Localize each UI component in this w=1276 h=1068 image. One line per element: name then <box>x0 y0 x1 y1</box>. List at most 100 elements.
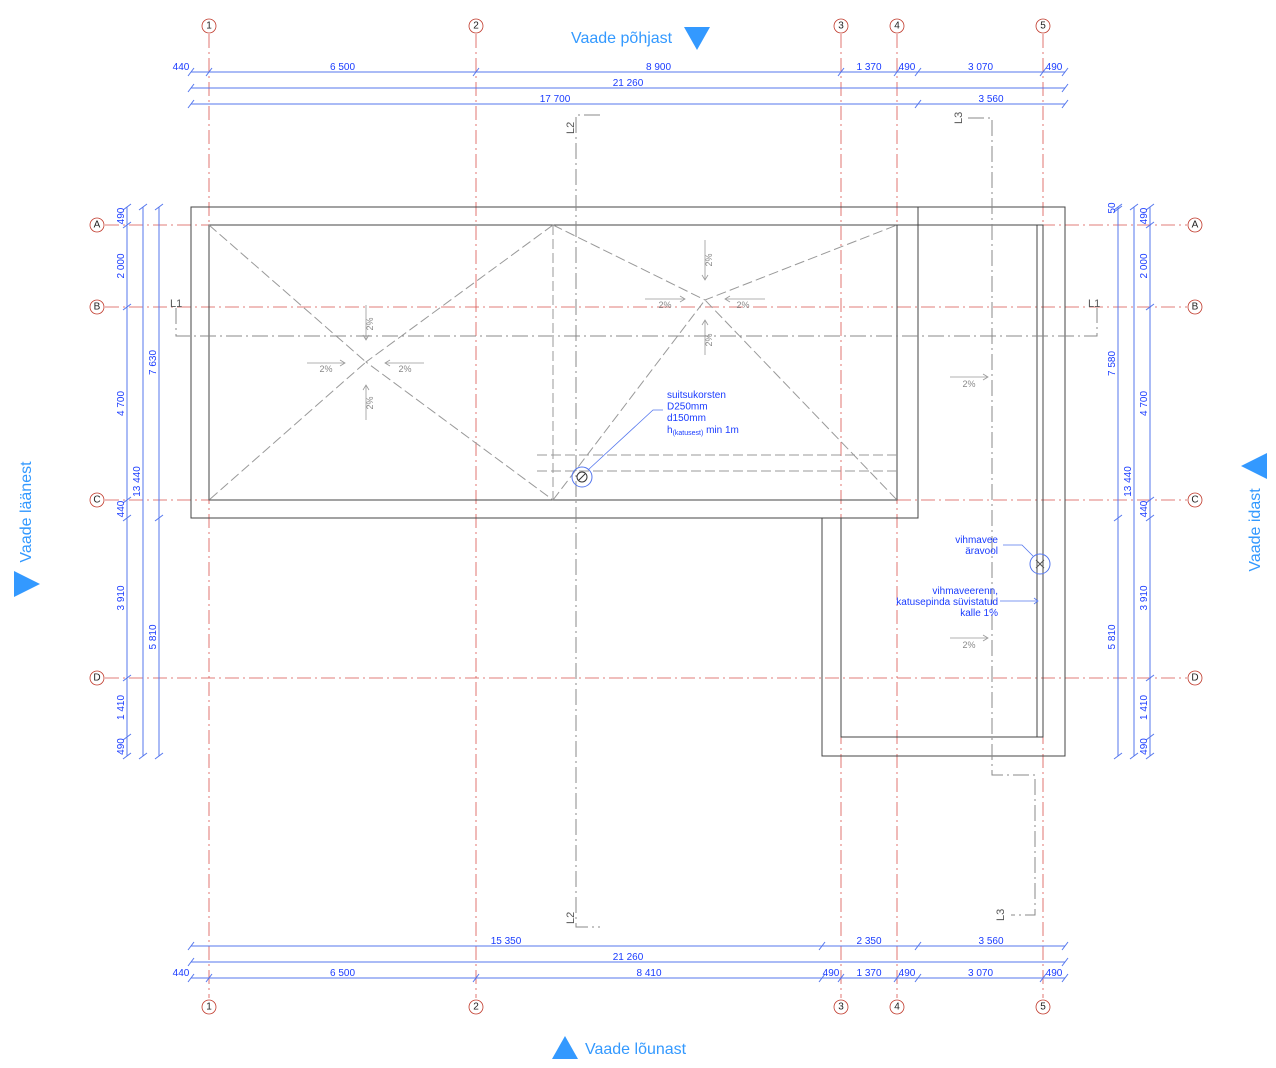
dimension-label: 490 <box>1139 738 1150 755</box>
slope-arrowhead <box>701 319 709 326</box>
hip-line <box>208 224 367 501</box>
dimension-label: 3 560 <box>978 936 1003 947</box>
dimension-tick <box>893 67 901 77</box>
dimension-tick <box>1145 674 1155 682</box>
dimension-label: 21 260 <box>613 78 644 89</box>
drain-leader <box>1003 544 1034 557</box>
grid-column-label: 1 <box>206 21 212 32</box>
hip-line <box>552 224 898 301</box>
gutter-note: katusepinda süvistatud <box>896 597 998 608</box>
dimension-tick <box>154 203 164 211</box>
grid-bubble <box>889 999 905 1015</box>
view-label-east: Vaade idast <box>1247 488 1264 572</box>
dimension-label: 17 700 <box>540 94 571 105</box>
gutter-note: kalle 1% <box>960 608 998 619</box>
grid-bubble <box>89 217 105 233</box>
slope-arrowhead <box>362 334 370 341</box>
dimension-tick <box>1061 99 1069 109</box>
dimension-tick <box>1129 752 1139 760</box>
dimension-label: 3 910 <box>1139 585 1150 610</box>
view-label-south: Vaade lõunast <box>585 1041 687 1058</box>
slope-label: 2% <box>704 333 714 346</box>
dimension-tick <box>1061 941 1069 951</box>
dimension-label: 3 070 <box>968 62 993 73</box>
dimension-label: 490 <box>1046 968 1063 979</box>
grid-column-label: 4 <box>894 1002 900 1013</box>
slope-arrowhead <box>362 384 370 391</box>
grid-bubble <box>1187 670 1203 686</box>
dimension-label: 3 560 <box>978 94 1003 105</box>
dimension-label: 440 <box>116 500 127 517</box>
chimney-icon <box>576 471 588 483</box>
chimney-height-sub: (katusest) <box>673 430 704 437</box>
dimension-label: 2 350 <box>856 936 881 947</box>
dimension-label: 6 500 <box>330 968 355 979</box>
dimension-tick <box>122 752 132 760</box>
dimension-label: 7 630 <box>148 350 159 375</box>
dimension-label: 50 <box>1107 202 1118 214</box>
section-label-l2: L2 <box>565 912 577 924</box>
dimension-label: 1 370 <box>856 968 881 979</box>
grid-column-label: 3 <box>838 21 844 32</box>
slope-label: 2% <box>658 300 671 310</box>
dimension-label: 7 580 <box>1107 351 1118 376</box>
dimension-label: 3 910 <box>116 585 127 610</box>
dimension-tick <box>122 203 132 211</box>
chimney-marker <box>571 466 593 488</box>
gutter-note: vihmaveerenn, <box>932 586 998 597</box>
dimension-tick <box>1061 973 1069 983</box>
slope-arrowhead <box>982 373 989 381</box>
grid-column-label: 5 <box>1040 1002 1046 1013</box>
dimension-tick <box>1113 752 1123 760</box>
dimension-label: 490 <box>899 968 916 979</box>
dimension-label: 6 500 <box>330 62 355 73</box>
dimension-tick <box>122 674 132 682</box>
dimension-tick <box>1145 203 1155 211</box>
slope-label: 2% <box>704 253 714 266</box>
section-line-l3 <box>968 117 1036 916</box>
slope-label: 2% <box>319 364 332 374</box>
dimension-label: 8 900 <box>646 62 671 73</box>
dimension-tick <box>187 957 195 967</box>
dimension-label: 2 000 <box>116 253 127 278</box>
dimension-tick <box>1061 83 1069 93</box>
dimension-tick <box>138 752 148 760</box>
dimension-label: 21 260 <box>613 952 644 963</box>
dimension-tick <box>122 733 132 741</box>
dimension-tick <box>1113 205 1123 213</box>
view-south-triangle-icon <box>552 1036 578 1059</box>
chimney-note: suitsukorsten <box>667 390 726 401</box>
grid-bubble <box>1187 217 1203 233</box>
dimension-tick <box>187 973 195 983</box>
grid-bubble <box>468 999 484 1015</box>
hip-line <box>365 224 554 501</box>
grid-bubble <box>833 999 849 1015</box>
grid-bubble <box>833 18 849 34</box>
wing-roof-outline <box>821 206 1066 757</box>
dimension-label: 1 370 <box>856 62 881 73</box>
slope-label: 2% <box>398 364 411 374</box>
grid-bubble <box>1035 999 1051 1015</box>
grid-bubble <box>1187 299 1203 315</box>
dimension-tick <box>1145 496 1155 504</box>
grid-bubble <box>1187 492 1203 508</box>
chimney-height-note: h(katusest) min 1m <box>667 425 739 437</box>
slope-arrowhead <box>339 359 346 367</box>
dimension-label: 2 000 <box>1139 253 1150 278</box>
slope-label: 2% <box>962 379 975 389</box>
dimension-label: 1 410 <box>116 695 127 720</box>
grid-row-label: D <box>1191 673 1198 684</box>
dimension-tick <box>837 973 845 983</box>
grid-row-label: C <box>93 495 100 506</box>
dimension-tick <box>1145 221 1155 229</box>
dimension-tick <box>1145 303 1155 311</box>
grid-column-label: 5 <box>1040 21 1046 32</box>
slope-arrowhead <box>724 295 731 303</box>
slope-arrowhead <box>701 274 709 281</box>
dimension-tick <box>187 941 195 951</box>
slope-arrowhead <box>982 634 989 642</box>
dimension-label: 440 <box>173 62 190 73</box>
grid-row-label: B <box>94 302 101 313</box>
dimension-tick <box>122 514 132 522</box>
dimension-tick <box>1129 203 1139 211</box>
